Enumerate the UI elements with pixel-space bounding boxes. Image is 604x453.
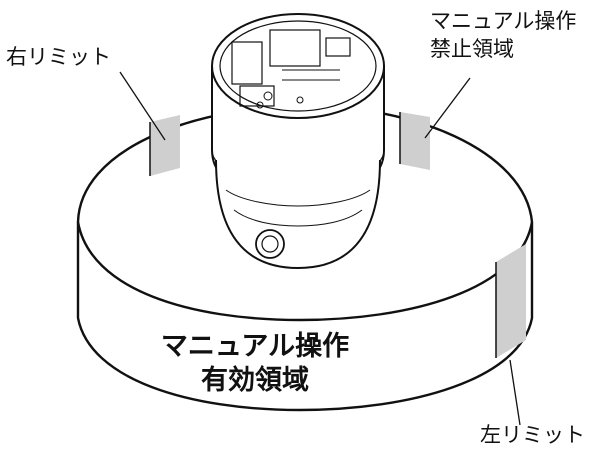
valid-area-label-line2: 有効領域 bbox=[201, 365, 309, 396]
right-limit-label: 右リミット bbox=[6, 45, 111, 69]
prohibited-area-label-line1: マニュアル操作 bbox=[430, 9, 577, 33]
prohibited-area-label-line2: 禁止領域 bbox=[430, 37, 514, 61]
left-limit-leader bbox=[509, 359, 521, 426]
ring-front-wall bbox=[76, 222, 534, 412]
prohibited-back-strip bbox=[400, 112, 430, 170]
right-limit-back-strip bbox=[150, 115, 180, 176]
valid-area-label-line1: マニュアル操作 bbox=[160, 331, 350, 362]
camera-dome bbox=[211, 13, 385, 270]
right-limit-leader bbox=[119, 71, 166, 141]
left-limit-label: 左リミット bbox=[480, 423, 585, 447]
left-limit-front-strip bbox=[496, 244, 526, 358]
prohibited-leader bbox=[424, 77, 471, 139]
